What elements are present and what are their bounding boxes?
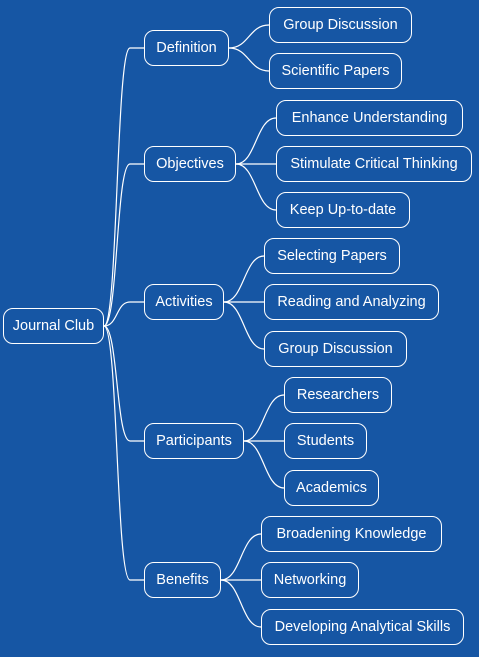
leaf-node-objectives-stimulate-critical-thinking[interactable]: Stimulate Critical Thinking <box>276 146 472 182</box>
connector-participants-0 <box>243 394 285 442</box>
connector-benefits-2 <box>220 579 262 628</box>
branch-node-participants[interactable]: Participants <box>144 423 244 459</box>
root-node[interactable]: Journal Club <box>3 308 104 344</box>
leaf-node-participants-academics[interactable]: Academics <box>284 470 379 506</box>
connector-objectives-0 <box>235 117 277 165</box>
leaf-node-activities-selecting-papers[interactable]: Selecting Papers <box>264 238 400 274</box>
leaf-node-activities-group-discussion[interactable]: Group Discussion <box>264 331 407 367</box>
leaf-node-objectives-keep-up-to-date[interactable]: Keep Up-to-date <box>276 192 410 228</box>
connector-activities-0 <box>223 255 265 303</box>
leaf-node-definition-group-discussion[interactable]: Group Discussion <box>269 7 412 43</box>
connector-activities-2 <box>223 301 265 350</box>
branch-node-definition[interactable]: Definition <box>144 30 229 66</box>
branch-node-activities[interactable]: Activities <box>144 284 224 320</box>
connector-participants-2 <box>243 440 285 489</box>
leaf-node-benefits-networking[interactable]: Networking <box>261 562 359 598</box>
connector-benefits-0 <box>220 533 262 581</box>
connector-root-participants <box>103 325 144 442</box>
connector-root-benefits <box>103 325 144 581</box>
leaf-node-activities-reading-and-analyzing[interactable]: Reading and Analyzing <box>264 284 439 320</box>
leaf-node-participants-researchers[interactable]: Researchers <box>284 377 392 413</box>
connector-root-objectives <box>103 163 144 327</box>
leaf-node-definition-scientific-papers[interactable]: Scientific Papers <box>269 53 402 89</box>
connector-definition-1 <box>228 47 270 72</box>
leaf-node-benefits-developing-analytical-skills[interactable]: Developing Analytical Skills <box>261 609 464 645</box>
leaf-node-participants-students[interactable]: Students <box>284 423 367 459</box>
leaf-node-objectives-enhance-understanding[interactable]: Enhance Understanding <box>276 100 463 136</box>
branch-node-objectives[interactable]: Objectives <box>144 146 236 182</box>
connector-root-activities <box>103 301 144 327</box>
branch-node-benefits[interactable]: Benefits <box>144 562 221 598</box>
connector-definition-0 <box>228 24 270 49</box>
connector-objectives-2 <box>235 163 277 211</box>
connector-root-definition <box>103 47 144 327</box>
leaf-node-benefits-broadening-knowledge[interactable]: Broadening Knowledge <box>261 516 442 552</box>
